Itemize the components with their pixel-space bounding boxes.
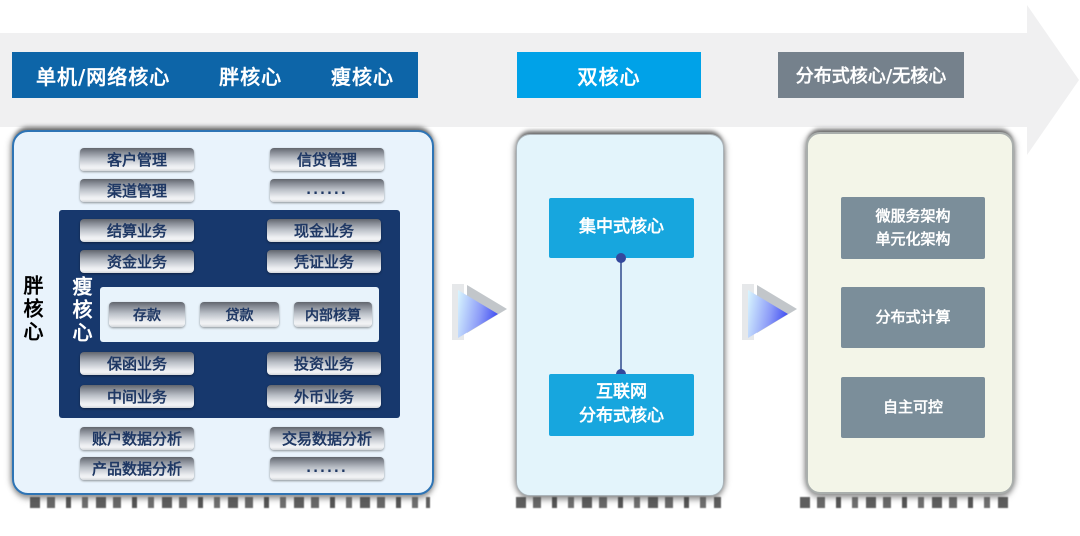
dual-core-panel: 集中式核心 互联网 分布式核心 — [516, 134, 724, 496]
pill-voucher-business: 凭证业务 — [267, 250, 381, 273]
stage2-label: 双核心 — [577, 64, 641, 89]
stage-banner-dual-core: 双核心 — [517, 52, 701, 98]
stage-banner-standalone-network-core: 单机/网络核心 胖核心 瘦核心 — [12, 52, 418, 98]
connector-dot-top — [616, 253, 626, 263]
internet-core-label-line2: 分布式核心 — [579, 406, 664, 426]
pill-transaction-data-analysis: 交易数据分析 — [270, 427, 384, 450]
microservice-label-line1: 微服务架构 — [875, 206, 951, 225]
pill-internal-accounting: 内部核算 — [294, 302, 372, 327]
pill-intermediary-business: 中间业务 — [80, 385, 194, 408]
clipped-caption-middle — [516, 497, 721, 508]
pill-product-data-analysis: 产品数据分析 — [80, 457, 194, 480]
fat-core-navy-box: 瘦核心 结算业务 现金业务 资金业务 凭证业务 存款 贷款 内部核算 保函业务 … — [59, 210, 400, 418]
pill-credit-management: 信贷管理 — [270, 148, 384, 171]
pill-account-data-analysis: 账户数据分析 — [80, 427, 194, 450]
stage1-label-part2: 胖核心 — [219, 64, 283, 89]
stage1-label-part3: 瘦核心 — [331, 64, 394, 89]
distributed-core-panel: 微服务架构 单元化架构 分布式计算 自主可控 — [806, 132, 1014, 494]
clipped-caption-right — [800, 497, 1012, 508]
pill-cash-business: 现金业务 — [267, 219, 381, 242]
pill-settlement-business: 结算业务 — [80, 219, 194, 242]
distributed-computing-label: 分布式计算 — [875, 307, 951, 326]
thin-core-inner-box: 存款 贷款 内部核算 — [100, 287, 379, 342]
pill-customer-management: 客户管理 — [80, 148, 194, 171]
microservice-label-line2: 单元化架构 — [875, 230, 951, 248]
distributed-computing-box: 分布式计算 — [841, 287, 985, 348]
stage3-label: 分布式核心/无核心 — [795, 66, 947, 87]
self-controllable-label: 自主可控 — [882, 397, 943, 416]
self-controllable-box: 自主可控 — [841, 377, 985, 438]
stage-banner-distributed-no-core: 分布式核心/无核心 — [778, 52, 964, 98]
centralized-core-label: 集中式核心 — [579, 217, 664, 238]
pill-deposits: 存款 — [109, 302, 185, 327]
internet-distributed-core-box: 互联网 分布式核心 — [549, 374, 694, 436]
clipped-caption-left — [30, 497, 430, 508]
fat-thin-core-panel: 客户管理 信贷管理 渠道管理 ...... 胖核心 瘦核心 结算业务 现金业务 … — [12, 130, 434, 495]
fat-core-vertical-label: 胖核心 — [20, 275, 44, 344]
pill-investment-business: 投资业务 — [267, 352, 381, 375]
core-connector-line — [620, 258, 622, 374]
pill-funds-business: 资金业务 — [80, 250, 194, 273]
stage1-label-part1: 单机/网络核心 — [36, 64, 171, 89]
thin-core-vertical-label: 瘦核心 — [69, 276, 93, 345]
pill-ellipsis-top: ...... — [270, 179, 384, 202]
pill-foreign-currency-business: 外币业务 — [267, 385, 381, 408]
pill-channel-management: 渠道管理 — [80, 179, 194, 202]
microservice-unit-architecture-box: 微服务架构 单元化架构 — [841, 197, 985, 259]
centralized-core-box: 集中式核心 — [549, 198, 694, 258]
pill-loans: 贷款 — [200, 302, 279, 327]
internet-core-label-line1: 互联网 — [596, 382, 647, 403]
pill-guarantee-business: 保函业务 — [80, 352, 194, 375]
pill-ellipsis-bottom: ...... — [270, 457, 384, 480]
